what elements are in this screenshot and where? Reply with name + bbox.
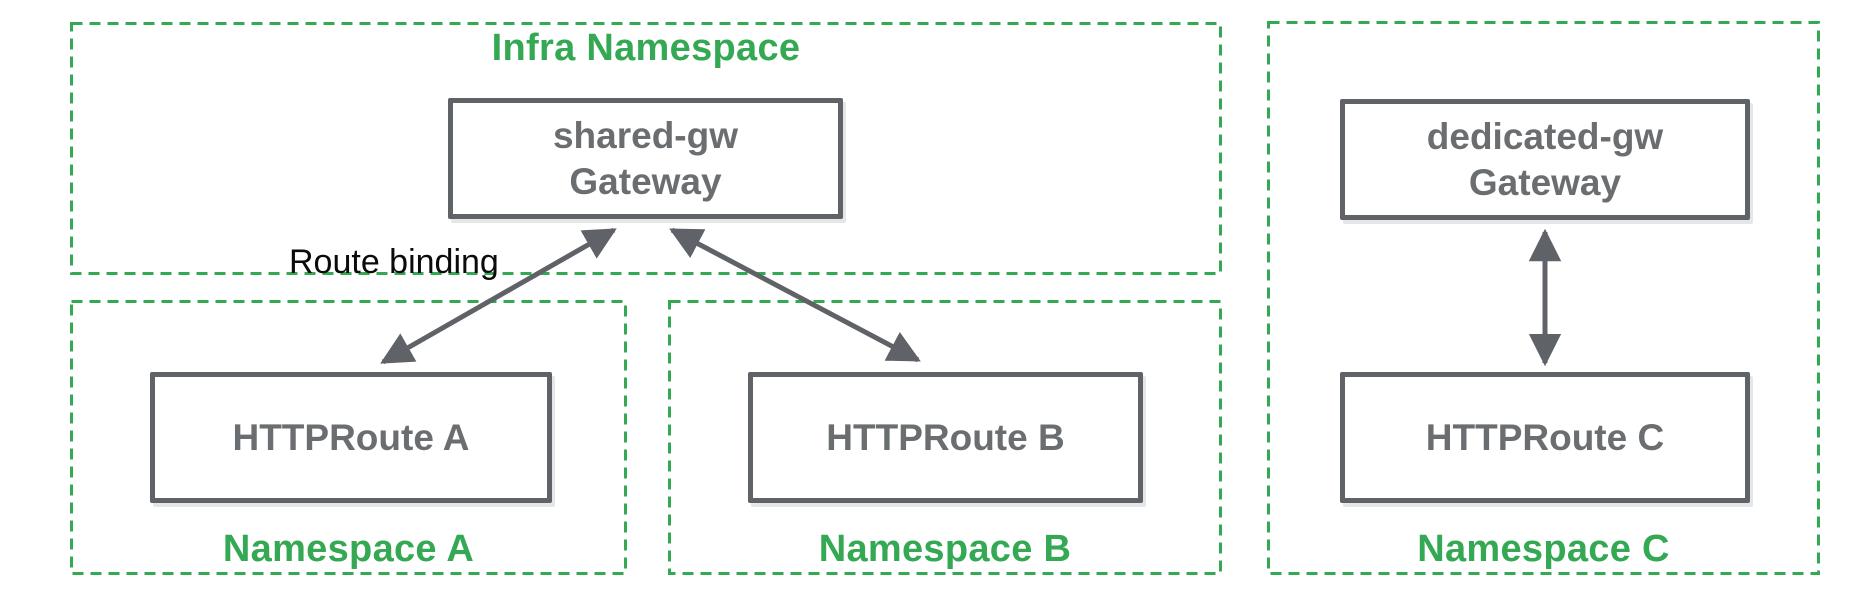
node-dedicated-gw-gateway-label: dedicated-gw Gateway (1426, 115, 1664, 203)
node-httproute-c-label: HTTPRoute C (1425, 416, 1665, 458)
node-httproute-a: HTTPRoute A (150, 372, 552, 503)
namespace-infra-label: Infra Namespace (491, 27, 801, 69)
node-httproute-b: HTTPRoute B (748, 372, 1143, 503)
namespace-a-border (70, 300, 627, 575)
node-httproute-b-label: HTTPRoute B (826, 416, 1065, 458)
namespace-c-label: Namespace C (1417, 528, 1670, 570)
node-dedicated-gw-gateway: dedicated-gw Gateway (1340, 99, 1750, 220)
namespace-b-border (668, 300, 1222, 575)
route-b-binding-arrow (669, 227, 921, 363)
node-httproute-c: HTTPRoute C (1340, 372, 1750, 503)
namespace-b-label: Namespace B (818, 528, 1072, 570)
namespace-a-label: Namespace A (222, 528, 475, 570)
namespace-infra-border (70, 22, 1222, 275)
node-shared-gw-gateway: shared-gw Gateway (448, 98, 843, 219)
route-a-binding-arrow (380, 227, 617, 365)
node-httproute-a-label: HTTPRoute A (232, 416, 470, 458)
namespace-c-border (1267, 21, 1820, 575)
node-shared-gw-gateway-label: shared-gw Gateway (552, 114, 739, 202)
route-binding-label: Route binding (289, 243, 499, 281)
